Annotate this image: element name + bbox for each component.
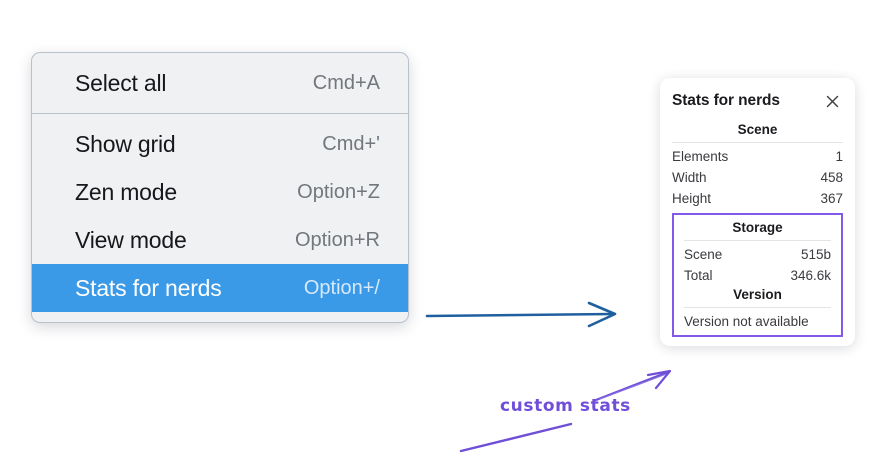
stat-label: Scene — [684, 247, 723, 262]
panel-body: Scene Elements 1 Width 458 Height 367 St… — [660, 120, 855, 337]
stat-label: Height — [672, 191, 712, 206]
version-group: Version Version not available — [684, 286, 831, 329]
blue-arrow — [425, 301, 617, 328]
menu-item-shortcut: Option+R — [294, 228, 380, 251]
version-text: Version not available — [684, 314, 809, 329]
version-heading: Version — [733, 287, 782, 302]
close-icon[interactable] — [824, 93, 841, 110]
storage-heading: Storage — [732, 220, 783, 235]
stat-row: Elements 1 — [672, 146, 843, 167]
stat-row: Scene 515b — [684, 244, 831, 265]
stat-row: Width 458 — [672, 167, 843, 188]
scene-heading: Scene — [737, 122, 778, 137]
menu-item-label: Stats for nerds — [75, 274, 222, 301]
stat-value: 346.6k — [790, 268, 831, 283]
stat-value: 367 — [820, 191, 843, 206]
menu-item-label: View mode — [75, 226, 187, 253]
menu-item-shortcut: Option+/ — [303, 276, 380, 299]
menu-item-shortcut: Option+Z — [297, 180, 380, 203]
stat-value: 1 — [835, 149, 843, 164]
stats-for-nerds-panel: Stats for nerds Scene Elements 1 Width 4… — [660, 78, 855, 346]
menu-section-1: Select all Cmd+A — [32, 53, 408, 113]
panel-header: Stats for nerds — [660, 78, 855, 120]
menu-item-label: Show grid — [75, 130, 176, 157]
scene-group: Scene Elements 1 Width 458 Height 367 — [672, 120, 843, 209]
custom-stats-annotation-label: custom stats — [500, 396, 631, 416]
stat-row: Height 367 — [672, 188, 843, 209]
stat-label: Elements — [672, 149, 729, 164]
panel-title: Stats for nerds — [672, 92, 780, 109]
menu-item-view-mode[interactable]: View mode Option+R — [32, 216, 408, 264]
menu-item-select-all[interactable]: Select all Cmd+A — [32, 59, 408, 107]
storage-divider — [684, 240, 831, 241]
custom-stats-highlight-box: Storage Scene 515b Total 346.6k Version … — [672, 213, 843, 337]
stat-value: 458 — [820, 170, 843, 185]
menu-item-label: Zen mode — [75, 178, 177, 205]
scene-divider — [672, 142, 843, 143]
menu-item-label: Select all — [75, 69, 167, 96]
version-divider — [684, 307, 831, 308]
storage-group: Storage Scene 515b Total 346.6k — [684, 219, 831, 286]
menu-item-zen-mode[interactable]: Zen mode Option+Z — [32, 168, 408, 216]
menu-item-show-grid[interactable]: Show grid Cmd+' — [32, 120, 408, 168]
menu-item-stats-for-nerds[interactable]: Stats for nerds Option+/ — [32, 264, 408, 312]
purple-underline-stroke — [459, 422, 573, 453]
stat-row: Total 346.6k — [684, 265, 831, 286]
menu-item-shortcut: Cmd+A — [312, 71, 380, 94]
stat-value: 515b — [800, 247, 831, 262]
stat-label: Width — [672, 170, 707, 185]
stat-label: Total — [684, 268, 713, 283]
menu-section-2: Show grid Cmd+' Zen mode Option+Z View m… — [32, 113, 408, 322]
context-menu[interactable]: Select all Cmd+A Show grid Cmd+' Zen mod… — [31, 52, 409, 323]
menu-item-shortcut: Cmd+' — [322, 132, 380, 155]
